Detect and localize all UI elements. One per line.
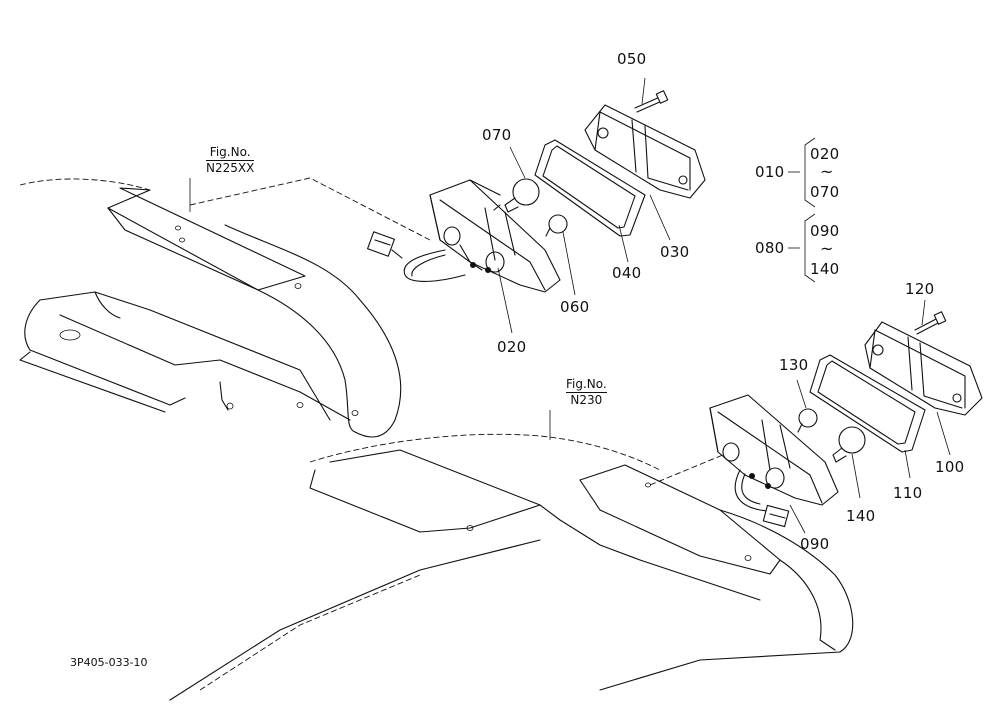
group-parent-010: 010 (755, 163, 785, 181)
part-label-070: 070 (482, 126, 512, 144)
part-label-100: 100 (935, 458, 965, 476)
part-label-030: 030 (660, 243, 690, 261)
part-label-120: 120 (905, 280, 935, 298)
part-label-140: 140 (846, 507, 876, 525)
fig-ref-number: N225XX (206, 159, 255, 175)
part-label-110: 110 (893, 484, 923, 502)
part-label-130: 130 (779, 356, 809, 374)
part-label-060: 060 (560, 298, 590, 316)
group-range-start-020: 020 (810, 145, 840, 163)
fig-ref-n230: Fig.No. N230 (566, 377, 607, 408)
group-legend-braces (788, 137, 816, 283)
fig-ref-title: Fig.No. (209, 145, 251, 159)
left-fender-panel (19, 177, 431, 438)
group-range-end-070: 070 (810, 183, 840, 201)
fig-ref-n225xx: Fig.No. N225XX (206, 145, 255, 176)
group-range-end-140: 140 (810, 260, 840, 278)
left-lamp-assembly (367, 77, 706, 334)
fig-ref-title: Fig.No. (566, 377, 607, 391)
part-label-090: 090 (800, 535, 830, 553)
group-range-tilde: ~ (820, 239, 834, 258)
part-label-040: 040 (612, 264, 642, 282)
part-label-050: 050 (617, 50, 647, 68)
right-fender-panel (169, 433, 854, 701)
group-parent-080: 080 (755, 239, 785, 257)
fig-ref-number: N230 (566, 391, 607, 408)
part-label-020: 020 (497, 338, 527, 356)
group-range-tilde: ~ (820, 162, 834, 181)
drawing-code: 3P405-033-10 (70, 656, 148, 669)
group-range-start-090: 090 (810, 222, 840, 240)
right-lamp-assembly (709, 299, 983, 534)
